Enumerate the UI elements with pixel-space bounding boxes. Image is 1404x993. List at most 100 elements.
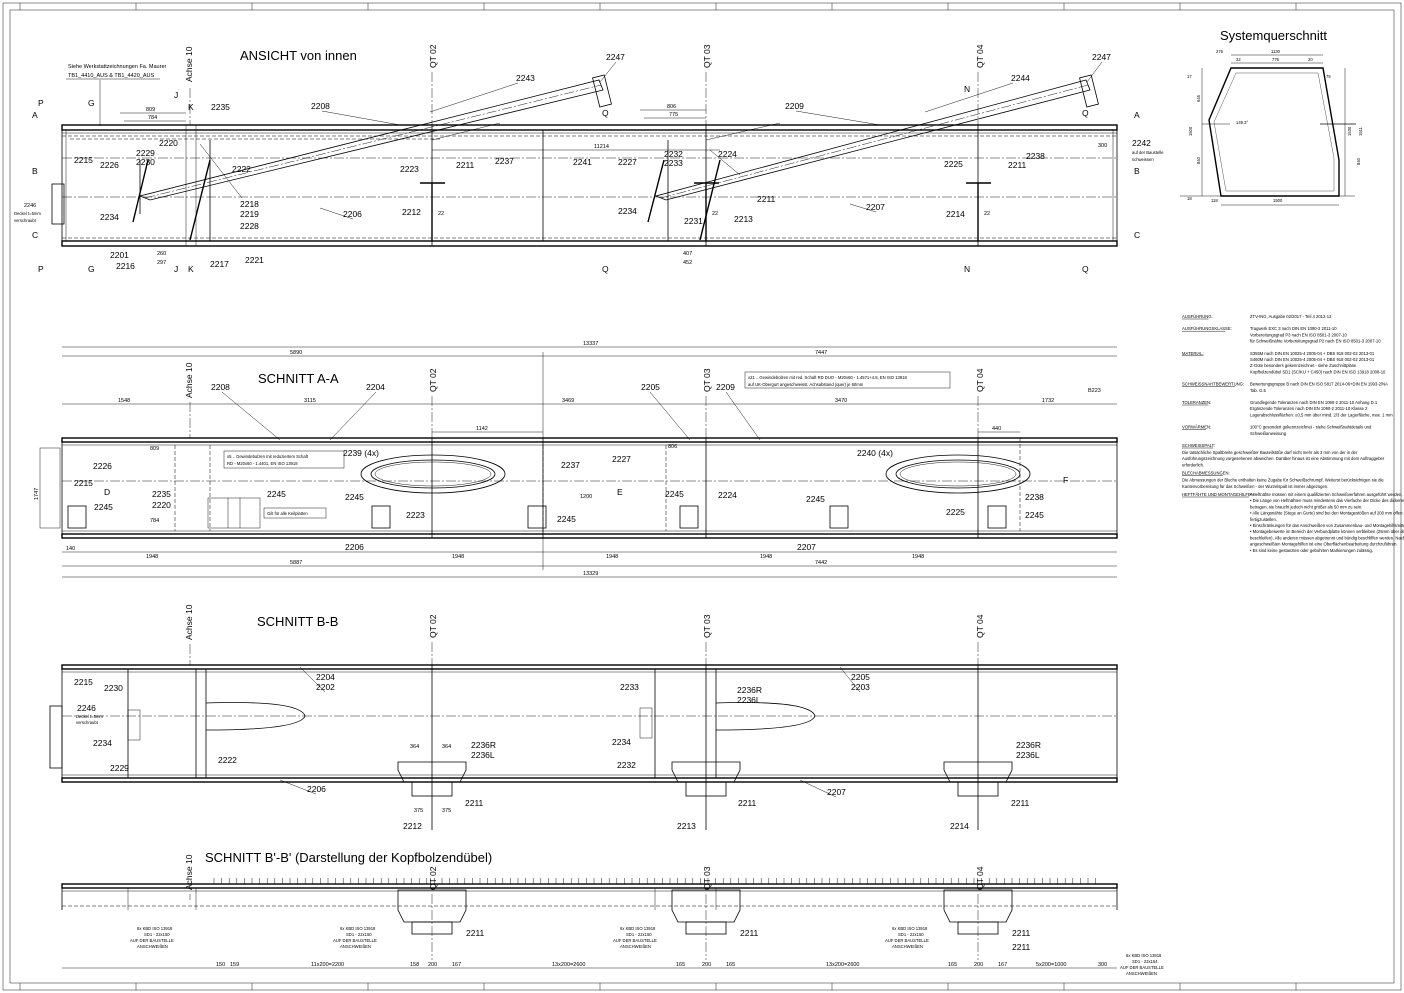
pos-2247-b: 2247	[1092, 52, 1111, 62]
spec-line: • Montagebeiwerte im Bereich der Verbund…	[1250, 529, 1404, 534]
bolt-plates	[67, 505, 1007, 529]
sys-dim-20: 20	[1308, 57, 1313, 62]
b2-dim-165-a: 165	[676, 962, 685, 968]
b2-pos-2211-c: 2211	[1012, 928, 1031, 938]
aa-pos-2215: 2215	[74, 478, 93, 488]
axis-label-qt02-1: QT 02	[428, 44, 438, 68]
dim-7442: 7442	[815, 560, 827, 566]
baustelle-label-1: auf der Baustelle	[1132, 150, 1164, 155]
kbd-label-1c: AUF DER BAUSTELLE	[130, 938, 174, 943]
bb-pos-2204: 2204	[316, 672, 335, 682]
spec-line: Bewertungsgruppe B nach DIN EN ISO 5817 …	[1250, 382, 1388, 387]
bb-pos-2246: 2246	[77, 703, 96, 713]
aa-pos-2226: 2226	[93, 461, 112, 471]
pos-2227: 2227	[618, 157, 637, 167]
pos-2220: 2220	[159, 138, 178, 148]
b2-pos-2211-d: 2211	[1012, 942, 1031, 952]
bb-pos-2211-b: 2211	[738, 798, 757, 808]
aa-pos-2204: 2204	[366, 382, 385, 392]
kbd-label-1d: ANSCHWEIßEN	[137, 944, 168, 949]
aa-pos-2209: 2209	[716, 382, 735, 392]
spec-line: betragen, sie braucht jedoch nicht größe…	[1250, 504, 1362, 509]
sys-dim-18: 18	[1187, 196, 1192, 201]
bb-pos-2202: 2202	[316, 682, 335, 692]
pos-2221: 2221	[245, 255, 264, 265]
spec-key: VORWÄRMEN:	[1182, 425, 1211, 430]
pos-2238: 2238	[1026, 151, 1045, 161]
b2-dim-167-b: 167	[998, 962, 1007, 968]
dim-440: 440	[992, 426, 1001, 432]
aa-pos-2237: 2237	[561, 460, 580, 470]
pos-2243: 2243	[516, 73, 535, 83]
b2-dim-150: 150	[216, 962, 225, 968]
spec-line: • Es sind keine gestanzten oder gebohrte…	[1250, 548, 1373, 553]
spec-key: AUSFÜHRUNGSKLASSE:	[1182, 326, 1232, 331]
dim-140: 140	[66, 546, 75, 552]
sec-C-right: C	[1134, 230, 1140, 240]
sec-P-bottom: P	[38, 264, 44, 274]
pos-2228: 2228	[240, 221, 259, 231]
ansicht-leaders	[319, 61, 1103, 220]
dim-1142: 1142	[476, 426, 488, 432]
pos-2216: 2216	[116, 261, 135, 271]
kbd-label-1a: 8x KBD ISO 13918	[137, 926, 173, 931]
bb-pos-2222: 2222	[218, 755, 237, 765]
b2-dim-200-c: 200	[974, 962, 983, 968]
spec-line: erforderlich.	[1182, 462, 1204, 467]
kbd-label-1b: SD1 - 22x150	[144, 932, 170, 937]
bb-pos-2236L-c: 2236L	[1016, 750, 1040, 760]
aa-pos-2208: 2208	[211, 382, 230, 392]
bb-pos-2213: 2213	[677, 821, 696, 831]
aa-pos-2245-e: 2245	[806, 494, 825, 504]
spec-line: • Heftnähte müssen mit einem qualifizier…	[1250, 492, 1403, 497]
spec-line: • Alle Längsnähte (Stege an Gurte) sind …	[1250, 511, 1404, 516]
sec-J-bottom: J	[174, 264, 178, 274]
spec-key: MATERIAL:	[1182, 351, 1204, 356]
b2-dim-200-b: 200	[702, 962, 711, 968]
note-gilt-keilplatten: Gilt für alle Keilplatten	[267, 511, 308, 516]
pos-2214: 2214	[946, 209, 965, 219]
pos-2211-b: 2211	[757, 194, 776, 204]
axis-label-qt04-3: QT 04	[975, 614, 985, 638]
bb-pos-2232: 2232	[617, 760, 636, 770]
aa-sec-F: F	[1063, 475, 1068, 485]
sys-dim-1130: 1130	[1271, 49, 1281, 54]
axis-label-qt02-4: QT 02	[428, 866, 438, 890]
sec-K-bottom: K	[188, 264, 194, 274]
spec-line: Schweißanweisung	[1250, 431, 1287, 436]
bb-pos-2207: 2207	[827, 787, 846, 797]
kbd-label-3d: ANSCHWEIßEN	[620, 944, 651, 949]
spec-line: Vorbereitungsgrad P3 nach EN ISO 8501-3 …	[1250, 332, 1348, 337]
b2-dim-158: 158	[410, 962, 419, 968]
b2-pos-2211-b: 2211	[740, 928, 759, 938]
spec-line: für Schweißnähte Vorbereitungsgrad P2 na…	[1250, 339, 1381, 344]
pos-2247-a: 2247	[606, 52, 625, 62]
kbd-label-3b: SD1 - 22x150	[626, 932, 652, 937]
view-schnitt-b2: SCHNITT B'-B' (Darstellung der Kopfbolze…	[61, 850, 1164, 976]
spec-key: AUSFÜHRUNG:	[1182, 314, 1213, 319]
view-ansicht: ANSICHT von innen Siehe Werkstattzeichnu…	[14, 48, 1164, 274]
kbd-label-5b: SD1 - 22x154	[1132, 959, 1158, 964]
pos-2218: 2218	[240, 199, 259, 209]
sys-angle: 149.3°	[1236, 120, 1248, 125]
aa-pos-2245-c: 2245	[345, 492, 364, 502]
axis-label-qt03-4: QT 03	[702, 866, 712, 890]
note-gewindebolzen-top-1: x21 .. Gewindebolzen mit red. Schaft RD …	[748, 375, 908, 380]
ansicht-note-1: Siehe Werkstattzeichnungen Fa. Maurer	[68, 64, 167, 70]
sec-C-left: C	[32, 230, 38, 240]
bb-hangers	[397, 761, 1013, 797]
bb-pos-2236R-c: 2236R	[1016, 740, 1041, 750]
bb-pos-2212: 2212	[403, 821, 422, 831]
axis-label-qt04-2: QT 04	[975, 368, 985, 392]
spec-line: Die Abmessungen der Bleche enthalten kei…	[1182, 478, 1384, 483]
schnitt-bb-title: SCHNITT B-B	[257, 614, 338, 629]
aa-pos-2205: 2205	[641, 382, 660, 392]
bb-dim-364-b: 364	[442, 744, 451, 750]
dim-1948-e: 1948	[912, 554, 924, 560]
dim-13329: 13329	[583, 571, 598, 577]
pos-2229: 2229	[136, 148, 155, 158]
dim-3470: 3470	[835, 398, 847, 404]
bb-pos-2230: 2230	[104, 683, 123, 693]
aa-pos-2227: 2227	[612, 454, 631, 464]
